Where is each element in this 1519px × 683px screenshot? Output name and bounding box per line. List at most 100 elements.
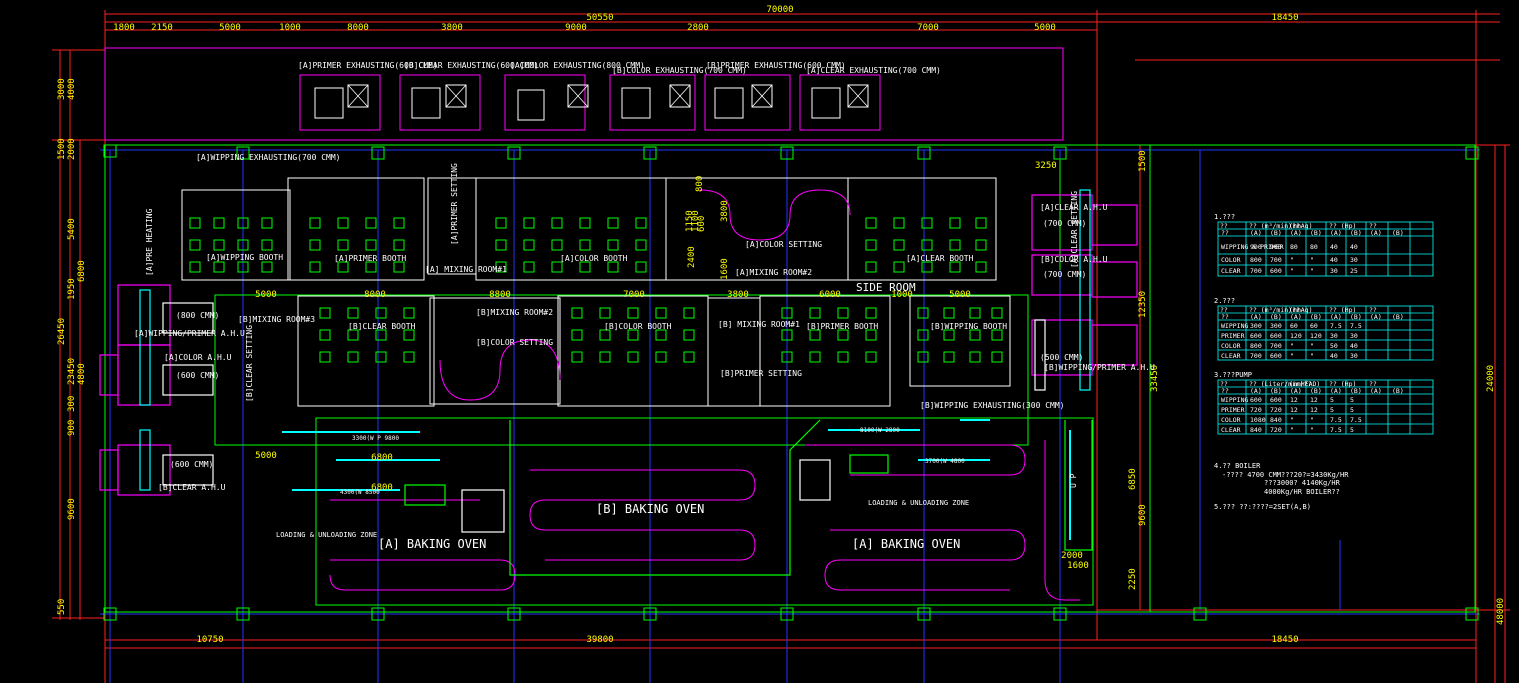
label-b-wiping-booth: [B]WIPPING BOOTH [930,322,1007,331]
table2-cell-2-3: " [1290,342,1294,350]
table1-cell-2-0: CLEAR [1221,267,1241,275]
dim-int-12: 2000 [1061,551,1083,561]
exhaust-fan-crosses [347,84,869,108]
dim-int-1: 8000 [364,290,386,300]
dim-int-15: 1150 [685,210,695,232]
table3-cell-1-3: 12 [1290,406,1298,414]
table1-cell-0-0: WIPPING & PRIMER [1221,243,1284,251]
dim-right-2: 12350 [1138,291,1148,318]
dim-right-1: 3250 [1035,161,1057,171]
table1-h2-2: (B) [1270,229,1282,237]
dim-int-8: 5000 [255,451,277,461]
dim-bottom-chain-2: 18450 [1271,635,1298,645]
table1-cell-2-3: " [1290,267,1294,275]
table1-cell-1-2: 700 [1270,256,1282,264]
table2-h1-7: ?? [1369,306,1377,314]
table1-h1-0: ?? [1220,222,1228,230]
table1-cell-2-1: 700 [1250,267,1262,275]
label-a-clear-setting: [A]CLEAR SETTING [1070,191,1079,268]
table1: ???? (m³/min)??(mmAq)?? (Hp)????(A)(B)(A… [1220,222,1404,275]
table3-h1-3: (mmHEAD) [1289,380,1320,388]
table3-cell-3-6: 5 [1350,426,1354,434]
table3-h1-0: ?? [1220,380,1228,388]
table2-h2-1: (A) [1250,313,1262,321]
table2-cell-2-4: " [1310,342,1314,350]
exhaust-label-0: [A]PRIMER EXHAUSTING(600 CMM) [298,61,438,70]
table2-cell-2-5: 50 [1330,342,1338,350]
label-a-clear-booth: [A]CLEAR BOOTH [906,254,974,263]
table3-cell-0-2: 600 [1270,396,1282,404]
booth-walls [181,177,1011,407]
label-b-primer-setting: [B]PRIMER SETTING [720,369,802,378]
dim-left-2: 1500 [57,138,67,160]
table1-cell-0-1: 900 [1250,243,1262,251]
table2-cell-1-1: 600 [1250,332,1262,340]
ahu-cmm-600b: (600 CMM) [170,460,213,469]
dim-left-4: 5400 [67,218,77,240]
label-pre-heating: [A]PRE HEATING [145,208,154,276]
table2-cell-0-3: 60 [1290,322,1298,330]
dim-int-6: 5000 [949,290,971,300]
table2-h2-3: (A) [1290,313,1302,321]
table3-cell-2-5: 7.5 [1330,416,1342,424]
exhaust-label-4: [B]PRIMER EXHAUSTING(600 CMM) [706,61,846,70]
note-small-1: 8100(W 2800 [860,427,900,434]
table2-cell-1-5: 30 [1330,332,1338,340]
table3-cell-3-5: 7.5 [1330,426,1342,434]
label-a-mixing-room2: [A]MIXING ROOM#2 [735,268,812,277]
table2-cell-3-4: " [1310,352,1314,360]
table2-h2-6: (B) [1350,313,1362,321]
table2: ???? (m³/min)??(mmAq)?? (Hp)????(A)(B)(A… [1220,306,1404,360]
dim-top-chain-8: 7000 [917,23,939,33]
table3-h2-7: (A) [1370,387,1382,395]
table2-cell-0-4: 60 [1310,322,1318,330]
exhaust-fan-units [299,74,881,131]
table2-cell-3-5: 40 [1330,352,1338,360]
booth-grid-b-color [571,307,695,363]
dim-int-4: 3800 [727,290,749,300]
table3-cell-2-4: " [1310,416,1314,424]
table1-h1-7: ?? [1369,222,1377,230]
label-a-primer-booth: [A]PRIMER BOOTH [334,254,406,263]
table1-cell-0-2: 900 [1270,243,1282,251]
exhaust-label-3: [B]COLOR EXHAUSTING(700 CMM) [612,66,747,75]
table1-cell-0-4: 80 [1310,243,1318,251]
label-b-color-setting: [B]COLOR SETTING [476,338,553,347]
table1-cell-2-6: 25 [1350,267,1358,275]
dim-left-11: 900 [67,420,77,436]
dim-int-2: 8800 [489,290,511,300]
table1-h2-8: (B) [1392,229,1404,237]
table3-cell-2-1: 1080 [1250,416,1266,424]
table2-h2-0: ?? [1221,313,1229,321]
table3-h1-7: ?? [1369,380,1377,388]
label-a-baking-oven-right: [A] BAKING OVEN [852,537,960,551]
ahu-a-wiping-primer: [A]WIPPING/PRIMER A.H.U [134,329,245,338]
table2-cell-1-2: 600 [1270,332,1282,340]
conveyor-rails [282,419,1071,540]
dim-left-7: 26450 [57,318,67,345]
dim-top-chain-5: 3800 [441,23,463,33]
table3-cell-3-0: CLEAR [1221,426,1241,434]
boiler-line-1: ???3000? 4140Kg/HR [1264,479,1341,487]
table2-h2-8: (B) [1392,313,1404,321]
table3-h2-8: (B) [1392,387,1404,395]
boiler-line-0: -???? 4700 CMM???20?=3430Kg/HR [1222,471,1349,479]
table1-h1-5: ?? (Hp) [1329,222,1356,230]
ahu-a-clear: [A]CLEAR A.H.U [1040,203,1108,212]
table2-cell-0-2: 300 [1270,322,1282,330]
table3-cell-2-0: COLOR [1221,416,1241,424]
label-up: U P [1069,473,1078,488]
table1-cell-0-3: 80 [1290,243,1298,251]
table3-cell-0-0: WIPPING [1221,396,1248,404]
table1-cell-2-2: 600 [1270,267,1282,275]
dim-left-9: 4800 [77,363,87,385]
dim-left-1: 4000 [67,78,77,100]
booth-grid-a-wiping [189,217,273,273]
ahu-cmm-800: (800 CMM) [176,311,219,320]
table2-cell-0-6: 7.5 [1350,322,1362,330]
table3-cell-0-5: 5 [1330,396,1334,404]
dim-right-0: 1500 [1138,150,1148,172]
table1-h2-7: (A) [1370,229,1382,237]
table3-h2-5: (A) [1330,387,1342,395]
label-a-mixing-room1: [A] MIXING ROOM#1 [425,265,507,274]
